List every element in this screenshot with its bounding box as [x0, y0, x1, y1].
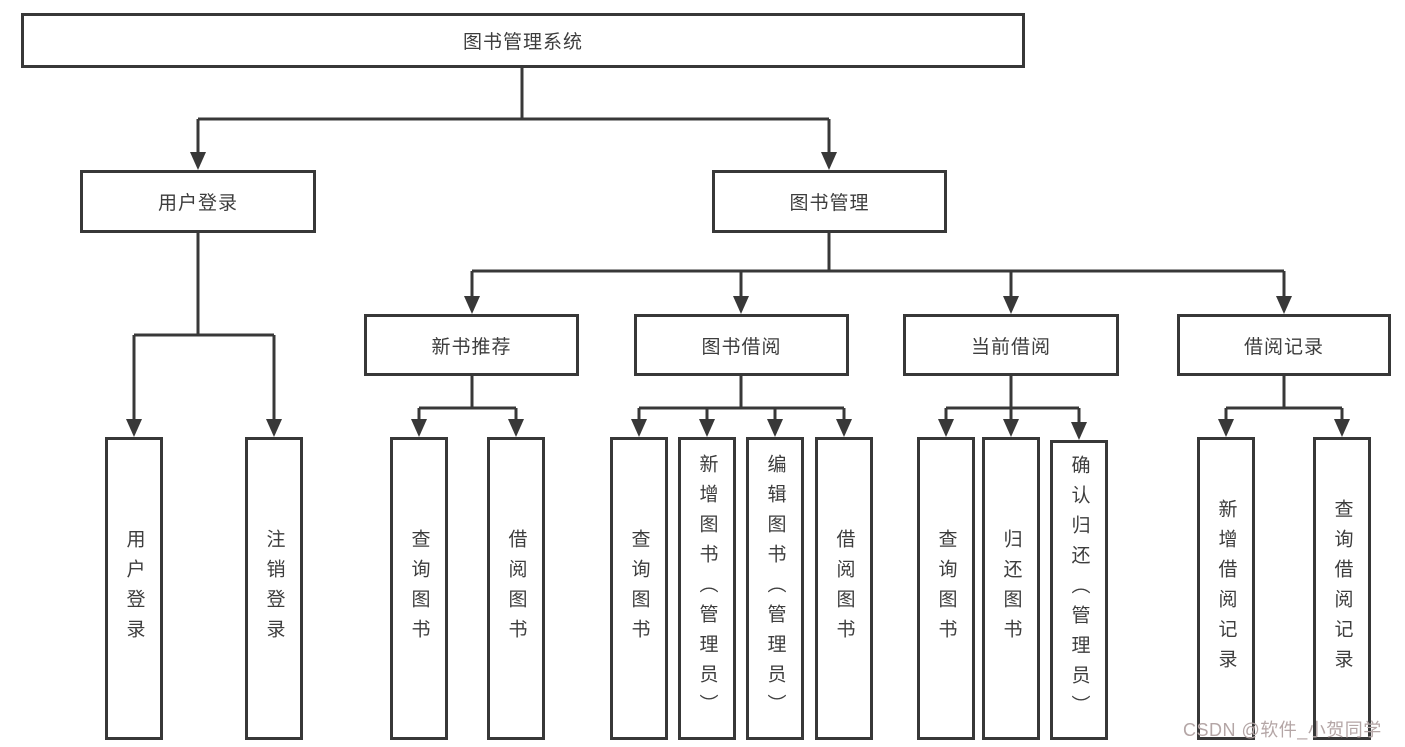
node-book-borrow: 图书借阅 [634, 314, 849, 376]
node-label: 编辑图书（管理员） [764, 453, 786, 724]
node-label: 新增借阅记录 [1215, 498, 1237, 679]
leaf-recommend-borrow-book: 借阅图书 [487, 437, 545, 740]
node-label: 确认归还（管理员） [1068, 455, 1090, 725]
arrow-down-icon [1003, 419, 1019, 437]
connector-current-borrow-to-leaves [944, 376, 1081, 425]
leaf-current-confirm-return-admin: 确认归还（管理员） [1050, 440, 1108, 740]
arrow-down-icon [508, 419, 524, 437]
node-label: 图书借阅 [701, 336, 782, 358]
arrow-down-icon [733, 296, 749, 314]
arrow-down-icon [190, 152, 206, 170]
leaf-logout: 注销登录 [245, 437, 303, 740]
arrow-down-icon [767, 419, 783, 437]
node-label: 用户登录 [123, 528, 145, 649]
node-label: 查询借阅记录 [1331, 498, 1353, 679]
node-label: 用户登录 [157, 193, 238, 214]
node-label: 查询图书 [935, 528, 957, 649]
node-label: 借阅图书 [505, 528, 527, 649]
node-label: 借阅图书 [833, 528, 855, 649]
leaf-records-query-record: 查询借阅记录 [1313, 437, 1371, 740]
arrow-down-icon [126, 419, 142, 437]
node-label: 借阅记录 [1243, 336, 1324, 358]
arrow-down-icon [1334, 419, 1350, 437]
leaf-borrow-add-book-admin: 新增图书（管理员） [678, 437, 736, 740]
node-book-management: 图书管理 [712, 170, 947, 233]
arrow-down-icon [266, 419, 282, 437]
arrow-down-icon [1003, 296, 1019, 314]
arrow-down-icon [411, 419, 427, 437]
leaf-records-add-record: 新增借阅记录 [1197, 437, 1255, 740]
arrow-down-icon [836, 419, 852, 437]
arrow-down-icon [1071, 422, 1087, 440]
leaf-borrow-edit-book-admin: 编辑图书（管理员） [746, 437, 804, 740]
node-label: 查询图书 [628, 528, 650, 649]
node-label: 新增图书（管理员） [696, 453, 718, 724]
arrow-down-icon [631, 419, 647, 437]
node-label: 注销登录 [263, 528, 285, 649]
connector-book-borrow-to-leaves [637, 376, 846, 422]
leaf-borrow-borrow-book: 借阅图书 [815, 437, 873, 740]
node-label: 查询图书 [408, 528, 430, 649]
node-label: 当前借阅 [970, 336, 1051, 358]
leaf-recommend-query-book: 查询图书 [390, 437, 448, 740]
connector-root-to-level2 [196, 68, 831, 156]
connector-new-book-recommend-to-leaves [417, 376, 518, 422]
node-current-borrow: 当前借阅 [903, 314, 1119, 376]
node-label: 图书管理系统 [462, 32, 583, 53]
arrow-down-icon [938, 419, 954, 437]
arrow-down-icon [1276, 296, 1292, 314]
arrow-down-icon [821, 152, 837, 170]
leaf-user-login: 用户登录 [105, 437, 163, 740]
node-label: 归还图书 [1000, 528, 1022, 649]
node-new-book-recommend: 新书推荐 [364, 314, 579, 376]
csdn-watermark: CSDN @软件_小贺同学 [1183, 720, 1382, 740]
node-borrow-records: 借阅记录 [1177, 314, 1391, 376]
leaf-borrow-query-book: 查询图书 [610, 437, 668, 740]
connector-book-management-to-level3 [470, 233, 1286, 299]
leaf-current-query-book: 查询图书 [917, 437, 975, 740]
connector-borrow-records-to-leaves [1224, 376, 1344, 422]
leaf-current-return-book: 归还图书 [982, 437, 1040, 740]
node-user-login: 用户登录 [80, 170, 316, 233]
node-root-library-system: 图书管理系统 [21, 13, 1025, 68]
node-label: 图书管理 [789, 193, 870, 214]
arrow-down-icon [699, 419, 715, 437]
arrow-down-icon [1218, 419, 1234, 437]
node-label: 新书推荐 [431, 336, 512, 358]
arrow-down-icon [464, 296, 480, 314]
connector-user-login-to-leaves [132, 233, 276, 422]
